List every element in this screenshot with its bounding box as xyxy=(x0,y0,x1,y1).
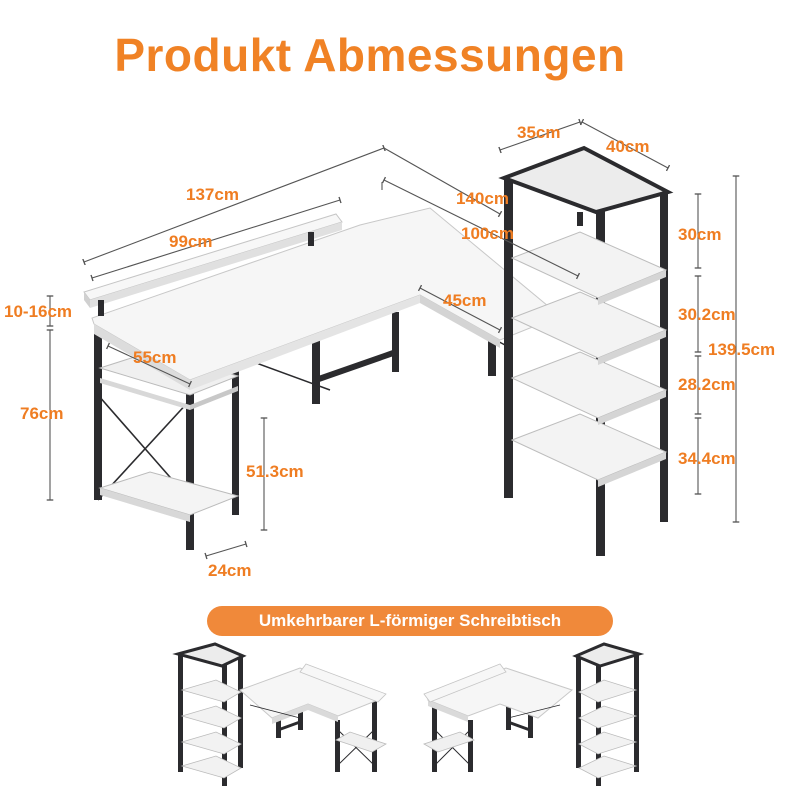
dim-51-3cm: 51.3cm xyxy=(246,462,304,481)
dim-139-5cm: 139.5cm xyxy=(708,340,776,359)
bookshelf-tower xyxy=(498,145,674,556)
dim-30cm: 30cm xyxy=(678,225,722,244)
dim-55cm: 55cm xyxy=(133,348,177,367)
dim-24cm: 24cm xyxy=(208,561,252,580)
dim-34-4cm: 34.4cm xyxy=(678,449,736,468)
dim-99cm: 99cm xyxy=(169,232,213,251)
dimension-lines xyxy=(46,118,740,560)
dim-100cm: 100cm xyxy=(461,224,514,243)
page-title: Produkt Abmessungen xyxy=(114,29,626,81)
dim-40cm: 40cm xyxy=(606,137,650,156)
reversible-desk-banner: Umkehrbarer L-förmiger Schreibtisch xyxy=(207,606,613,636)
dim-140cm: 140cm xyxy=(456,189,509,208)
variant-right xyxy=(423,642,645,786)
dim-10-16cm: 10-16cm xyxy=(4,302,73,321)
main-desk xyxy=(83,207,561,550)
dim-45cm: 45cm xyxy=(443,291,487,310)
dim-35cm: 35cm xyxy=(517,123,561,142)
dim-76cm: 76cm xyxy=(20,404,64,423)
dim-137cm: 137cm xyxy=(186,185,239,204)
variant-left xyxy=(172,642,387,786)
dim-28-2cm: 28.2cm xyxy=(678,375,736,394)
dim-30-2cm: 30.2cm xyxy=(678,305,736,324)
